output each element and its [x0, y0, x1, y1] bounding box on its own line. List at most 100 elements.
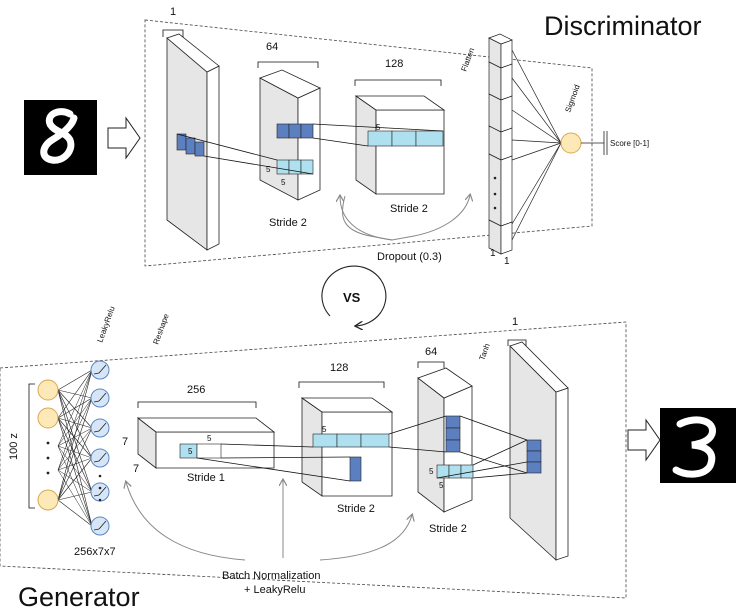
flatten-ellipsis-dot	[493, 192, 497, 196]
output-arrow	[627, 418, 661, 462]
flatten-cell-side	[500, 221, 513, 255]
disc-conv1-filters-label: 64	[266, 41, 278, 53]
noise-ellipsis-dot	[46, 471, 50, 475]
flatten-bottom-label-b: 1	[504, 256, 510, 267]
flatten-ellipsis-dot	[493, 206, 497, 210]
dense-connection	[57, 491, 93, 501]
gen-block2-stride-label: Stride 2	[337, 503, 375, 515]
flatten-cell	[488, 61, 502, 101]
disc-input-kernel	[176, 133, 205, 157]
leakyrelu-label: LeakyRelu	[95, 305, 116, 344]
sigmoid-neuron	[560, 132, 582, 154]
dense-connection	[57, 457, 93, 471]
dense-size-label: 256x7x7	[74, 546, 116, 558]
disc-kernel-size-label-1: 5	[266, 165, 271, 174]
noise-ellipsis-dot	[46, 456, 50, 460]
discriminator-section: 1 64 Stride 2 5 5	[24, 6, 702, 267]
act-ellipsis-dot	[98, 486, 102, 490]
dense-connection	[57, 457, 93, 501]
act-ellipsis-dot	[98, 498, 102, 502]
flatten-cell-side	[500, 63, 513, 101]
dense-connection	[57, 389, 93, 527]
flatten-cell-side	[500, 39, 513, 69]
gen-height-label: 7	[122, 436, 128, 448]
gen-kernel-size-label-1: 5	[207, 434, 212, 443]
flatten-label: Flatten	[459, 47, 476, 73]
dense-connection	[57, 499, 93, 527]
flatten-to-sigmoid-connections	[511, 49, 562, 241]
gen-block3	[417, 367, 474, 513]
dropout-arrow-right	[342, 195, 470, 241]
gen-kernel-size-label-5: 5	[439, 481, 444, 490]
tanh-label: Tanh	[477, 342, 491, 361]
dense-connection	[57, 417, 93, 429]
noise-neuron	[37, 407, 59, 429]
noise-neuron	[37, 489, 59, 511]
gen-kernel-size-label-2: 5	[188, 447, 193, 456]
flatten-cell	[488, 153, 502, 227]
leakyrelu-curve-icon	[93, 392, 107, 403]
gen-block2-filters-label: 128	[330, 362, 348, 374]
gen-width-label: 7	[133, 463, 139, 475]
gen-output-depth-label: 1	[512, 316, 518, 328]
dense-connection	[57, 369, 93, 471]
leakyrelu-curve-icon	[93, 520, 107, 531]
leakyrelu-neuron	[90, 516, 110, 536]
leakyrelu-curve-icon	[93, 452, 107, 463]
flatten-cell-side	[500, 95, 513, 133]
noise-label: 100 z	[8, 433, 20, 460]
dense-connection	[57, 469, 93, 493]
disc-input-depth-label: 1	[170, 6, 176, 18]
leakyrelu-curve-icon	[93, 486, 107, 497]
output-digit-image	[660, 408, 736, 483]
input-arrow	[107, 116, 141, 160]
disc-conv1-kernel-bottom	[276, 159, 314, 175]
gen-block1-stride-label: Stride 1	[187, 472, 225, 484]
dense-connection	[57, 389, 93, 459]
flatten-top	[488, 33, 513, 45]
dense-connection	[57, 427, 93, 471]
generator-dense-network	[37, 360, 110, 536]
leakyrelu-neuron	[90, 448, 110, 468]
batchnorm-arrow-right	[319, 515, 412, 561]
flatten-cell-side	[500, 127, 513, 161]
discriminator-title: Discriminator	[544, 11, 702, 41]
flatten-ellipsis-dot	[493, 176, 497, 180]
dense-connection	[57, 417, 93, 459]
dense-connection	[57, 369, 93, 447]
disc-conv1-kernel-top	[276, 123, 314, 139]
gen-block1	[136, 417, 276, 469]
sigmoid-label: Sigmoid	[563, 83, 581, 113]
sigmoid-connection	[511, 49, 562, 144]
dense-connection	[57, 397, 93, 471]
gen-block1-filters-label: 256	[187, 384, 205, 396]
disc-conv2-stride-label: Stride 2	[390, 203, 428, 215]
dropout-label: Dropout (0.3)	[377, 251, 442, 263]
dense-connection	[57, 369, 93, 391]
discriminator-frame	[144, 19, 593, 267]
dense-connection	[57, 417, 93, 493]
leakyrelu-curve-icon	[93, 364, 107, 375]
disc-input-brace	[162, 29, 184, 37]
flatten-column	[488, 33, 513, 255]
flatten-cell	[488, 93, 502, 133]
flatten-cell-side	[500, 155, 513, 227]
sigmoid-connection	[511, 142, 562, 225]
versus-label: VS	[343, 290, 361, 305]
score-label: Score [0-1]	[610, 139, 649, 148]
flatten-bottom-label-a: 1	[490, 248, 496, 259]
dense-connection	[57, 417, 93, 527]
act-ellipsis-dot	[98, 474, 102, 478]
sigmoid-connection	[511, 139, 562, 144]
leakyrelu-neuron	[90, 388, 110, 408]
batchnorm-label-line1: Batch Normalization	[222, 570, 320, 582]
noise-ellipsis-dot	[46, 441, 50, 445]
dense-connection	[57, 397, 93, 447]
leakyrelu-neuron	[90, 482, 110, 502]
sigmoid-connection	[511, 142, 562, 161]
gen-block2	[300, 397, 394, 497]
dense-connection	[57, 445, 93, 459]
gen-kernel-size-label-4: 5	[429, 467, 434, 476]
sigmoid-connection	[511, 109, 562, 144]
